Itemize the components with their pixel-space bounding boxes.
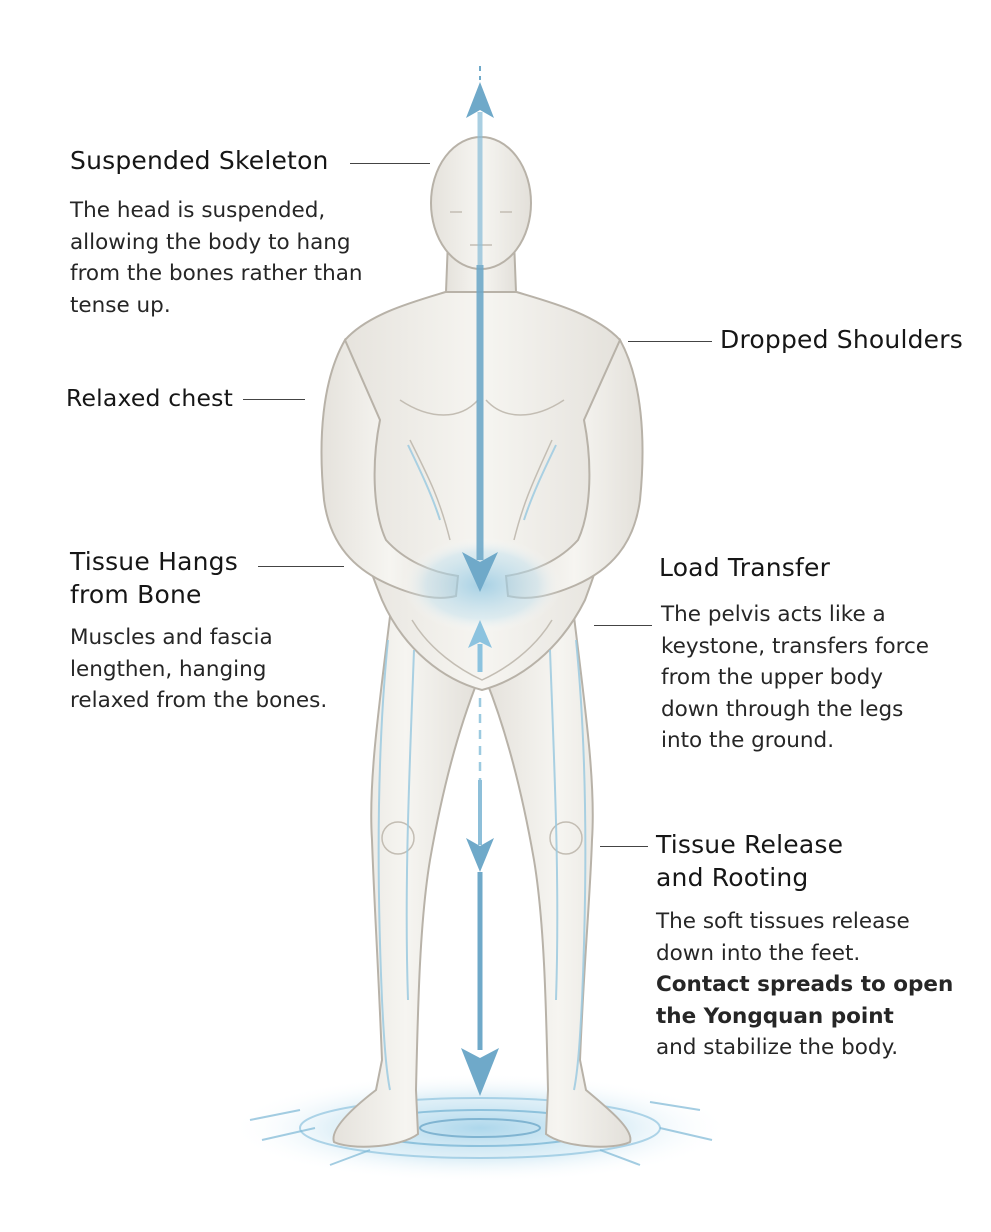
suspended-skeleton-title: Suspended Skeleton: [70, 146, 329, 175]
dropped-shoulders-title: Dropped Shoulders: [720, 325, 963, 354]
tissue-hangs-body: Muscles and fascia lengthen, hanging rel…: [70, 625, 328, 713]
suspended-skeleton-body: The head is suspended, allowing the body…: [70, 198, 363, 318]
tissue-release-body-bold: Contact spreads to open the Yongquan poi…: [656, 972, 954, 1029]
up-arrow-head-pelvis: [468, 620, 492, 648]
leader-tissue-release: [600, 846, 648, 847]
down-arrow-head-knee: [466, 838, 494, 872]
relaxed-chest-title: Relaxed chest: [66, 384, 234, 412]
load-transfer-body: The pelvis acts like a keystone, transfe…: [661, 602, 930, 753]
tissue-release-title: Tissue Release and Rooting: [656, 830, 844, 892]
central-axis: [461, 66, 499, 1096]
tissue-release-body: The soft tissues release down into the f…: [656, 906, 956, 1064]
down-arrow-head-pelvis: [462, 552, 498, 592]
leader-relaxed-chest: [243, 399, 305, 400]
up-arrow-head: [466, 82, 494, 118]
tissue-release-body-line-1: The soft tissues release down into the f…: [656, 909, 910, 966]
leader-dropped-shoulders: [628, 341, 712, 342]
meridian-lines: [377, 444, 587, 1091]
leader-suspended-skeleton: [350, 163, 430, 164]
leader-load-transfer: [594, 625, 652, 626]
tissue-release-body-line-2: and stabilize the body.: [656, 1035, 899, 1060]
tissue-hangs-title: Tissue Hangs from Bone: [70, 547, 238, 609]
load-transfer-title: Load Transfer: [659, 553, 831, 582]
ground-ripples: [230, 1073, 730, 1183]
anatomy-lines: [381, 211, 583, 855]
down-arrow-head-ground: [461, 1048, 499, 1096]
leader-tissue-hangs: [258, 566, 344, 567]
